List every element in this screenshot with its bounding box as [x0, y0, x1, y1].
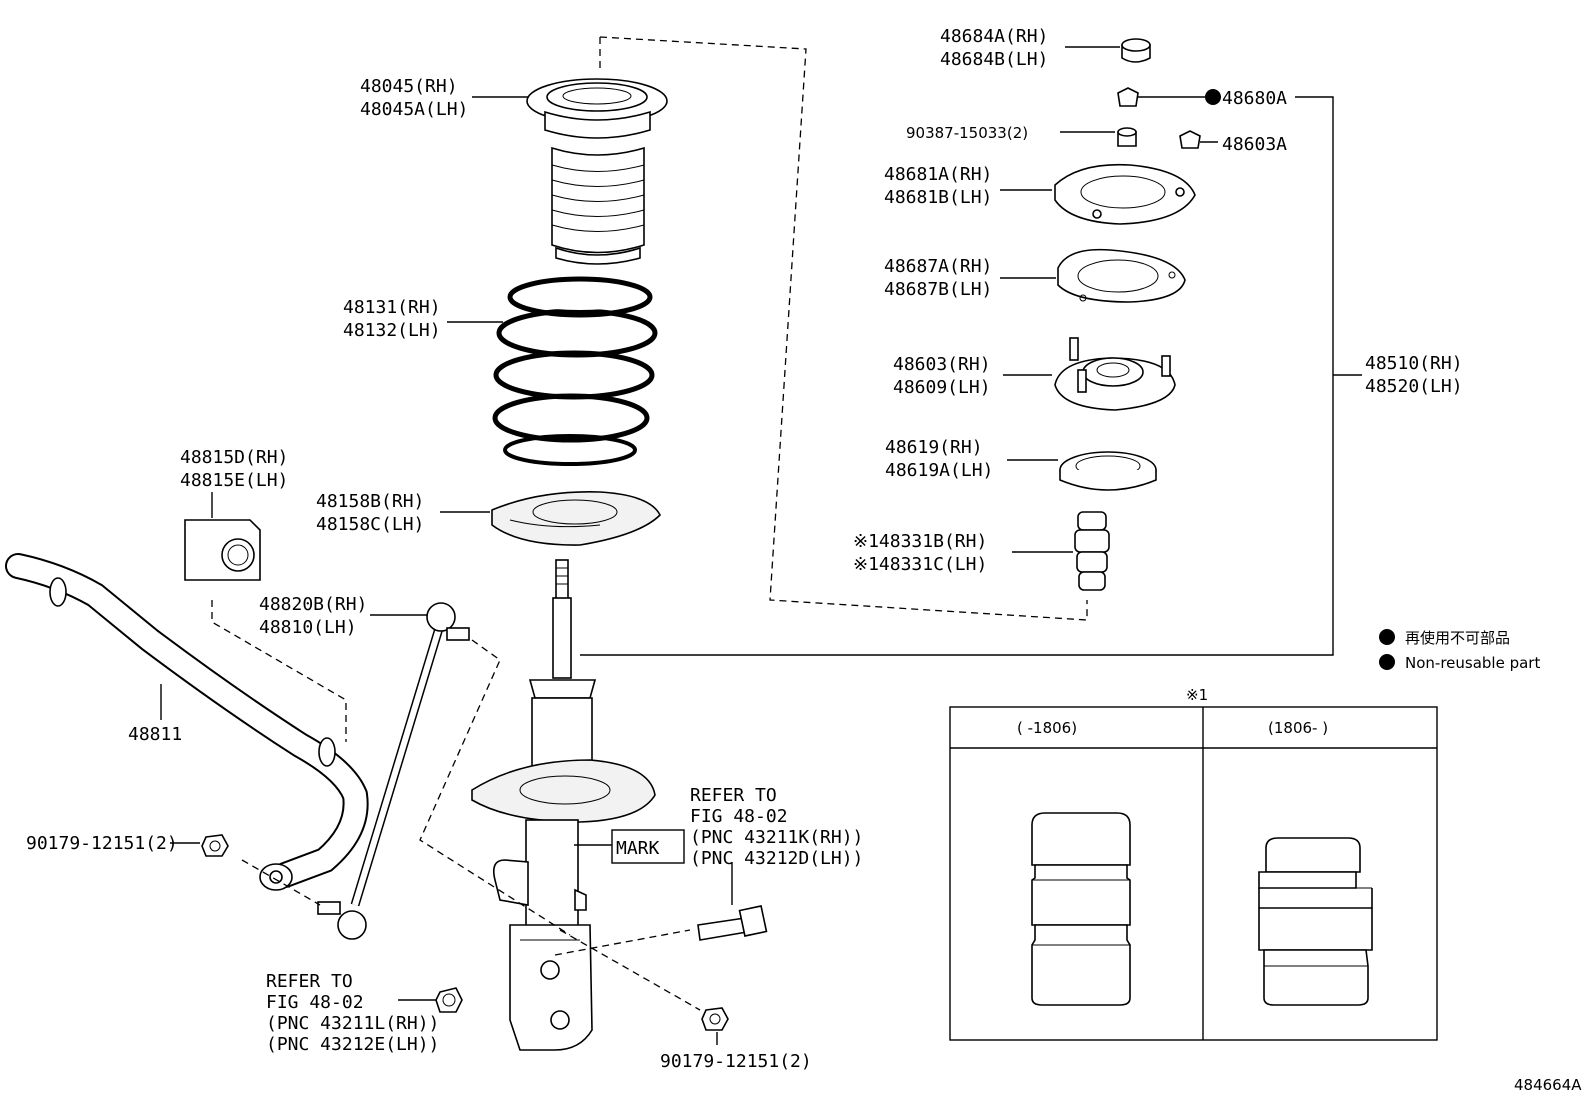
part-48684-cap	[1121, 38, 1151, 63]
label-90179-b: 90179-12151(2)	[660, 1051, 812, 1072]
mark-box	[611, 829, 685, 864]
part-90179-nut-a	[201, 834, 229, 857]
part-48619-bearing	[1059, 451, 1157, 491]
inset-col-right: (1806- )	[1268, 719, 1328, 737]
label-48619-lh: 48619A(LH)	[885, 460, 993, 481]
label-48510-lh: 48520(LH)	[1365, 376, 1463, 397]
legend-dot-jp	[1379, 629, 1395, 645]
label-48820-lh: 48810(LH)	[259, 617, 357, 638]
label-48820-rh: 48820B(RH)	[259, 594, 367, 615]
legend-dot-en	[1379, 654, 1395, 670]
refer-lower-line-4: (PNC 43212E(LH))	[266, 1034, 439, 1055]
dashed-bolt	[554, 929, 691, 956]
non-reusable-dot-48680	[1205, 89, 1221, 105]
label-48619-rh: 48619(RH)	[885, 437, 983, 458]
part-48681-plate	[1054, 163, 1196, 225]
label-48815-lh: 48815E(LH)	[180, 470, 288, 491]
inset-col-left: ( -1806)	[1017, 719, 1077, 737]
label-48680: 48680A	[1222, 88, 1287, 109]
label-48331-rh: ※148331B(RH)	[853, 531, 987, 552]
label-48158-lh: 48158C(LH)	[316, 514, 424, 535]
label-48603a: 48603A	[1222, 134, 1287, 155]
refer-lower-line-1: REFER TO	[266, 971, 353, 992]
part-nut-lower	[435, 987, 463, 1013]
label-48687-lh: 48687B(LH)	[884, 279, 992, 300]
dashed-nut-a	[241, 859, 321, 906]
label-48681-lh: 48681B(LH)	[884, 187, 992, 208]
label-48687-rh: 48687A(RH)	[884, 256, 992, 277]
part-bolt-upper	[697, 905, 768, 941]
refer-upper-line-4: (PNC 43212D(LH))	[690, 848, 863, 869]
inset-frame	[949, 706, 1438, 1041]
refer-upper-line-1: REFER TO	[690, 785, 777, 806]
legend-en: Non-reusable part	[1405, 654, 1540, 672]
bracket-48510	[580, 96, 1334, 656]
part-48687-gasket	[1057, 248, 1186, 303]
dashed-outline-upper	[599, 36, 1088, 621]
label-48331-lh: ※148331C(LH)	[853, 554, 987, 575]
inset-stopper-new	[1258, 837, 1373, 1006]
part-48045-boot	[526, 78, 668, 265]
label-48684-lh: 48684B(LH)	[940, 49, 1048, 70]
part-48815-bushing	[184, 519, 261, 581]
label-90387: 90387-15033(2)	[906, 124, 1028, 142]
part-48131-coil-spring	[492, 276, 658, 466]
part-48603-support	[1054, 337, 1176, 411]
part-48158-insulator	[491, 491, 661, 546]
label-48811: 48811	[128, 724, 182, 745]
label-48684-rh: 48684A(RH)	[940, 26, 1048, 47]
label-48158-rh: 48158B(RH)	[316, 491, 424, 512]
part-90387-collar	[1117, 127, 1137, 147]
part-48680-nut	[1117, 87, 1139, 107]
label-48815-rh: 48815D(RH)	[180, 447, 288, 468]
dashed-48815	[211, 600, 347, 742]
mark-label: MARK	[616, 838, 660, 859]
part-48811-stabilizer-bar	[5, 553, 369, 891]
label-48131-rh: 48131(RH)	[343, 297, 441, 318]
label-48681-rh: 48681A(RH)	[884, 164, 992, 185]
label-48045-rh: 48045(RH)	[360, 76, 458, 97]
label-48603-lh: 48609(LH)	[893, 377, 991, 398]
inset-stopper-old	[1031, 812, 1131, 1006]
part-90179-nut-b	[701, 1007, 729, 1031]
refer-lower-line-3: (PNC 43211L(RH))	[266, 1013, 439, 1034]
part-48820-stabilizer-link	[317, 602, 470, 940]
inset-marker: ※1	[1186, 686, 1208, 704]
dashed-nut-b	[559, 929, 701, 1011]
label-90179-a: 90179-12151(2)	[26, 833, 178, 854]
refer-lower-line-2: FIG 48-02	[266, 992, 364, 1013]
refer-upper-line-3: (PNC 43211K(RH))	[690, 827, 863, 848]
label-48045-lh: 48045A(LH)	[360, 99, 468, 120]
legend-jp: 再使用不可部品	[1405, 629, 1510, 647]
refer-upper-line-2: FIG 48-02	[690, 806, 788, 827]
dashed-48820	[419, 639, 571, 936]
label-48510-rh: 48510(RH)	[1365, 353, 1463, 374]
label-48603-rh: 48603(RH)	[893, 354, 991, 375]
label-48131-lh: 48132(LH)	[343, 320, 441, 341]
figure-id: 484664A	[1514, 1076, 1582, 1094]
part-48331-bump-stopper	[1074, 511, 1110, 591]
part-shock-absorber	[471, 559, 656, 1051]
part-48603a-nut	[1179, 130, 1201, 149]
